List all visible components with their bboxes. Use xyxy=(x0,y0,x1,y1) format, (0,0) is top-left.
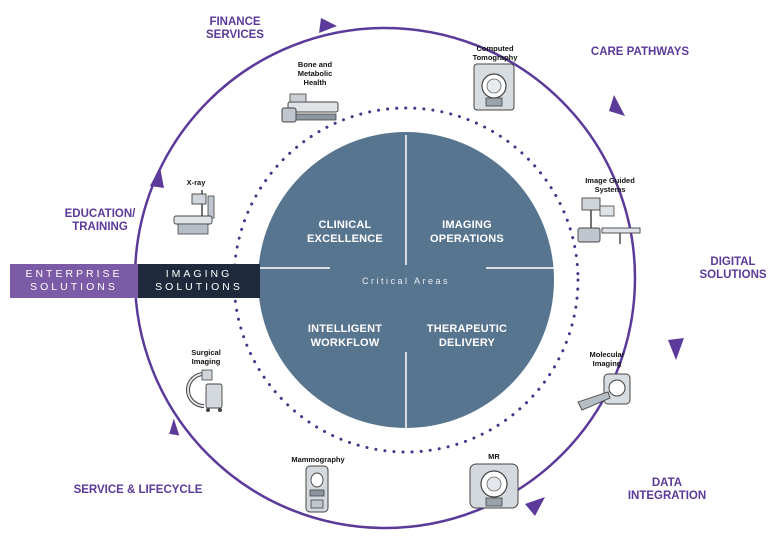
mammography-unit-icon xyxy=(305,465,329,513)
arrowhead-upper-right xyxy=(609,95,625,116)
surgical-imaging-label: Surgical Imaging xyxy=(191,348,221,366)
ct-scanner-icon xyxy=(473,63,515,111)
finance-services-label: FINANCE SERVICES xyxy=(206,16,264,41)
arrowhead-lower-left xyxy=(169,418,180,436)
imaging-operations-label: IMAGING OPERATIONS xyxy=(430,219,504,245)
critical-areas-label: Critical Areas xyxy=(361,276,450,286)
image-guided-label: Image Guided Systems xyxy=(585,176,635,194)
pet-scanner-icon xyxy=(577,373,631,411)
xray-label: X-ray xyxy=(186,178,206,187)
mr-label: MR xyxy=(488,452,500,461)
clinical-excellence-label: CLINICAL EXCELLENCE xyxy=(307,219,383,245)
care-pathways-label: CARE PATHWAYS xyxy=(590,46,690,58)
molecular-imaging-label: Molecular Imaging xyxy=(589,350,625,368)
arrowhead-left xyxy=(150,167,164,188)
data-integration-label: DATA INTEGRATION xyxy=(627,477,707,502)
arrowhead-lower-right xyxy=(525,497,545,516)
bone-densitometer-icon xyxy=(281,93,339,123)
therapeutic-delivery-label: THERAPEUTIC DELIVERY xyxy=(426,323,508,349)
arrowhead-right xyxy=(668,338,684,360)
dotted-ring xyxy=(232,106,580,454)
arrowhead-top xyxy=(319,18,337,33)
enterprise-bar-bg xyxy=(10,264,138,298)
enterprise-solutions-label: ENTERPRISE SOLUTIONS xyxy=(25,268,123,293)
image-guided-system-icon xyxy=(577,197,641,244)
mri-scanner-icon xyxy=(469,463,519,509)
xray-machine-icon xyxy=(173,190,215,235)
service-lifecycle-label: SERVICE & LIFECYCLE xyxy=(73,484,203,496)
imaging-solutions-label: IMAGING SOLUTIONS xyxy=(155,268,243,293)
mammography-label: Mammography xyxy=(291,455,345,464)
intelligent-workflow-label: INTELLIGENT WORKFLOW xyxy=(307,323,383,349)
critical-areas-disc xyxy=(258,132,554,428)
c-arm-icon xyxy=(186,369,223,412)
computed-tomography-label: Computed Tomography xyxy=(472,44,518,62)
education-training-label: EDUCATION/ TRAINING xyxy=(64,208,136,233)
digital-solutions-label: DIGITAL SOLUTIONS xyxy=(699,256,767,281)
imaging-bar-bg xyxy=(138,264,260,298)
bone-metabolic-label: Bone and Metabolic Health xyxy=(297,60,333,87)
